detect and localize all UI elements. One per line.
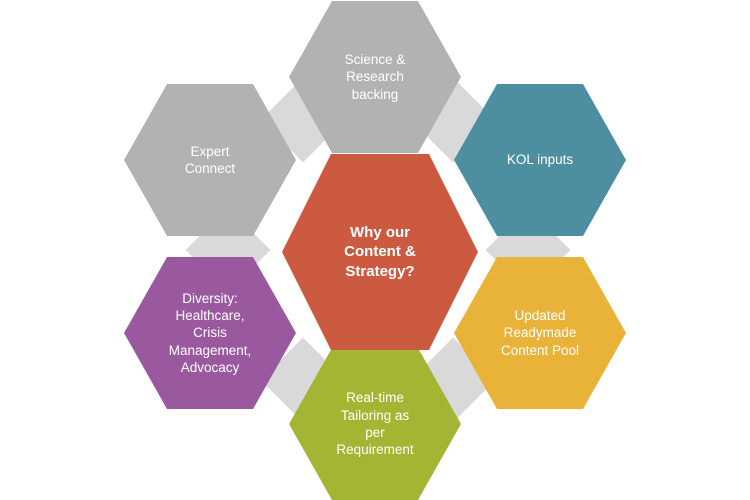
hexagon-label: Updated Readymade Content Pool bbox=[500, 308, 580, 358]
hexagon-label: Science & Research backing bbox=[344, 52, 406, 102]
hexagon-label: KOL inputs bbox=[506, 152, 574, 168]
hexagon-label: Diversity: Healthcare, Crisis Management… bbox=[168, 290, 252, 375]
hexagon-label: Expert Connect bbox=[184, 143, 236, 176]
center-hexagon-label: Why our Content & Strategy? bbox=[344, 224, 416, 280]
hexagon-label: Real-time Tailoring as per Requirement bbox=[336, 390, 414, 458]
hexagon-expert-connect: Expert Connect bbox=[124, 84, 296, 236]
hexagon-center-why-our-content-strategy: Why our Content & Strategy? bbox=[282, 154, 478, 350]
